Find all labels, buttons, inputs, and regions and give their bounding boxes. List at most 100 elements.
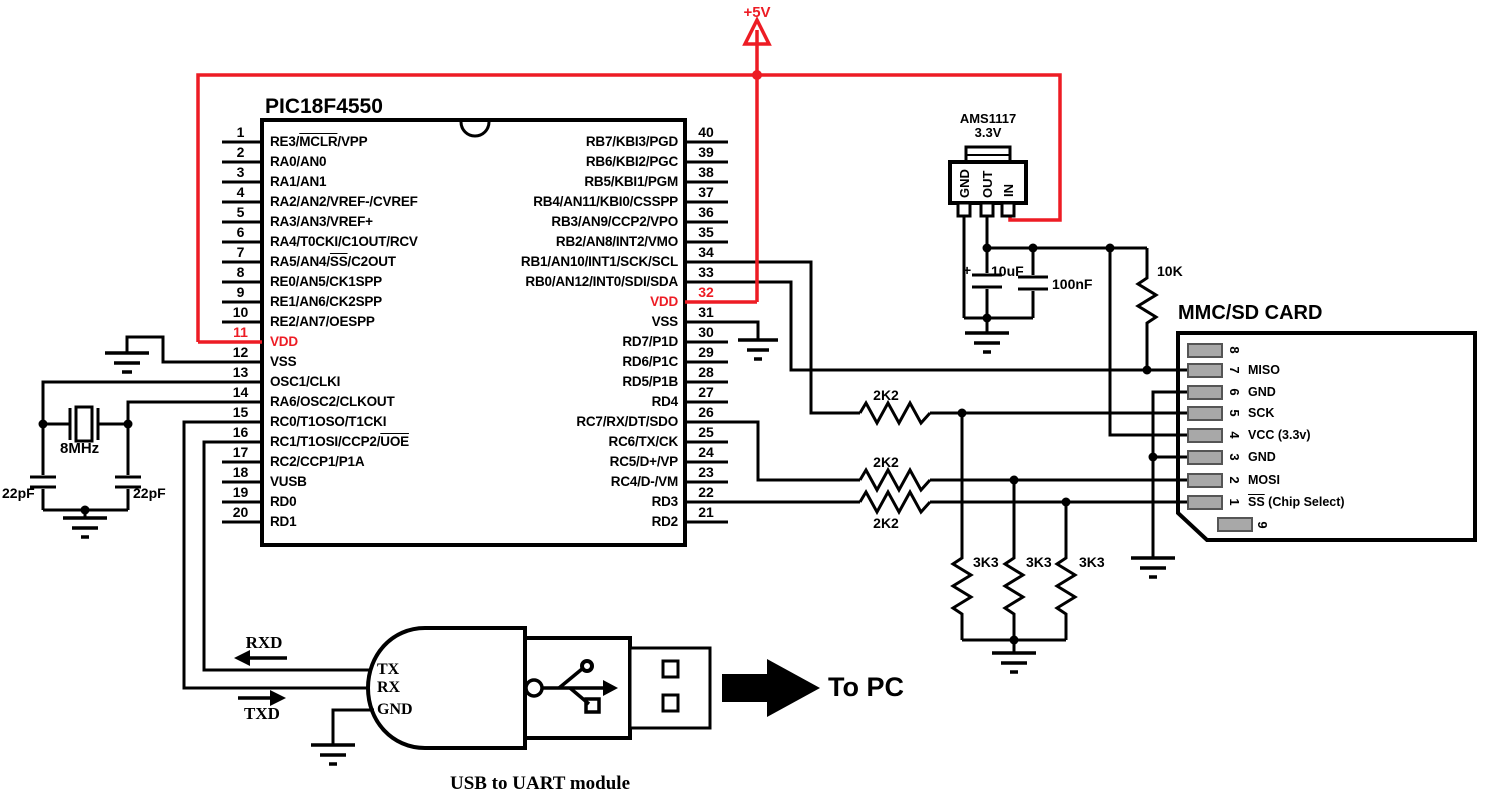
junction-dots	[38, 243, 1158, 645]
sd-pad-1	[1187, 495, 1223, 510]
usb-trident-icon	[524, 659, 606, 714]
crystal-freq-label: 8MHz	[60, 440, 100, 457]
crystal-leads	[43, 408, 128, 440]
ic-pin-label-9: RE1/AN6/CK2SPP	[270, 294, 382, 309]
regulator-name: AMS1117	[959, 111, 1017, 126]
resistor-10k-label: 10K	[1157, 263, 1183, 279]
ic-pin-label-31: VSS	[651, 314, 679, 329]
ic-pin-number-29: 29	[698, 344, 714, 360]
wire-rc0-to-rx	[182, 420, 369, 690]
resistor-2k2-mosi	[858, 466, 932, 494]
regulator-pin-gnd	[956, 201, 972, 218]
ic-pin-number-19: 19	[232, 484, 249, 500]
sd-pin-number-2: 2	[1227, 476, 1242, 484]
wire-3v3-to-sd-vcc	[1108, 248, 1190, 437]
ic-pin-number-38: 38	[698, 164, 714, 180]
ic-pin-label-10: RE2/AN7/OESPP	[270, 314, 375, 329]
ic-pin-number-39: 39	[698, 144, 714, 160]
ic-pin-number-31: 31	[698, 304, 714, 320]
sd-pad-4	[1187, 428, 1223, 443]
rxd-arrow-icon	[234, 650, 250, 666]
ic-pin-label-32: VDD	[650, 294, 678, 309]
ic-pin-label-21: RD2	[651, 514, 679, 529]
sd-pin-label-7: MISO	[1248, 363, 1280, 377]
ic-pin-number-32: 32	[698, 284, 714, 300]
regulator-pin-out	[979, 201, 995, 218]
ground-icon	[738, 338, 778, 361]
ic-body	[260, 118, 687, 547]
ic-pin-label-35: RB2/AN8/INT2/VMO	[555, 234, 678, 249]
ground-icon	[1131, 556, 1175, 579]
sd-pad-5	[1187, 406, 1223, 421]
ic-pin-label-1: RE3/MCLR/VPP	[270, 134, 368, 149]
usb-contact-hole	[661, 659, 680, 679]
power-arrow-icon	[742, 16, 772, 46]
ic-pin-number-33: 33	[698, 264, 714, 280]
module-pin-rx-label: RX	[377, 679, 401, 696]
ic-pin-number-6: 6	[236, 224, 245, 240]
sd-pad-3	[1187, 450, 1223, 465]
wires	[30, 140, 1190, 745]
resistor-2k2-ss	[858, 488, 932, 516]
ic-pin-label-38: RB5/KBI1/PGM	[584, 174, 678, 189]
ic-pin-label-17: RC2/CCP1/P1A	[270, 454, 365, 469]
module-pin-gnd-label: GND	[377, 701, 413, 718]
sd-pin-number-8: 8	[1227, 346, 1242, 354]
ground-icon	[63, 516, 107, 539]
to-pc-label: To PC	[828, 672, 904, 702]
resistor-2k2-label: 2K2	[873, 454, 899, 470]
ic-pin-number-40: 40	[698, 124, 714, 140]
ground-icon	[311, 743, 355, 766]
ic-pin-label-4: RA2/AN2/VREF-/CVREF	[270, 194, 418, 209]
txd-arrow-icon	[270, 690, 286, 706]
sd-pin-number-1: 1	[1227, 498, 1242, 506]
ic-pin-number-15: 15	[232, 404, 249, 420]
ground-icon	[105, 351, 149, 374]
usb-module-caption: USB to UART module	[449, 773, 631, 794]
sd-card-title: MMC/SD CARD	[1178, 302, 1323, 324]
annotation-icons	[234, 650, 820, 717]
ic-pin-label-36: RB3/AN9/CCP2/VPO	[551, 214, 678, 229]
wire-sck	[685, 260, 1190, 415]
resistor-3k3-label: 3K3	[1026, 554, 1052, 570]
ic-pin-number-35: 35	[698, 224, 714, 240]
ic-pin-label-29: RD6/P1C	[622, 354, 678, 369]
resistor-2k2-label: 2K2	[873, 387, 899, 403]
txd-signal-label: TXD	[244, 704, 280, 723]
ic-pin-number-36: 36	[698, 204, 714, 220]
cap-22pf-label: 22pF	[133, 485, 166, 501]
ic-pin-label-2: RA0/AN0	[270, 154, 327, 169]
ic-pin-number-13: 13	[232, 364, 249, 380]
ic-pin-label-25: RC6/TX/CK	[608, 434, 679, 449]
wire-sdo-to-mosi	[685, 420, 1190, 482]
regulator-pin-in-label: IN	[1001, 184, 1016, 197]
ic-pin-number-28: 28	[698, 364, 714, 380]
usb-trident-arrowhead-icon	[603, 680, 618, 696]
sd-pin-number-6: 6	[1227, 388, 1242, 396]
crystal-body	[74, 405, 94, 443]
ic-pin1-notch-icon	[459, 121, 491, 138]
sd-pin-label-2: MOSI	[1248, 473, 1280, 487]
ic-pin-number-16: 16	[232, 424, 249, 440]
sd-card-pads	[1187, 343, 1253, 532]
ic-pin-label-20: RD1	[270, 514, 297, 529]
cap-10uf-polarity: +	[963, 262, 972, 278]
resistor-3k3-label: 3K3	[973, 554, 999, 570]
ic-pin-label-12: VSS	[270, 354, 297, 369]
ic-pin-label-7: RA5/AN4/SS/C2OUT	[270, 254, 396, 269]
cap-22pf-label: 22pF	[2, 485, 35, 501]
capacitor-10uf	[972, 248, 1002, 318]
ic-pin-label-18: VUSB	[270, 474, 307, 489]
sd-pad-2	[1187, 473, 1223, 488]
sd-pin-number-7: 7	[1227, 366, 1242, 374]
resistor-2k2-sck	[858, 399, 932, 427]
to-pc-arrow-icon	[767, 659, 820, 717]
ic-pin-number-2: 2	[236, 144, 245, 160]
rxd-signal-label: RXD	[245, 633, 283, 652]
ic-pin-label-26: RC7/RX/DT/SDO	[576, 414, 678, 429]
ic-title: PIC18F4550	[265, 95, 383, 118]
ic-pin-number-7: 7	[236, 244, 245, 260]
wire-osc-pins	[41, 380, 262, 424]
junction-dot	[752, 70, 762, 80]
regulator-pin-out-label: OUT	[980, 171, 995, 199]
